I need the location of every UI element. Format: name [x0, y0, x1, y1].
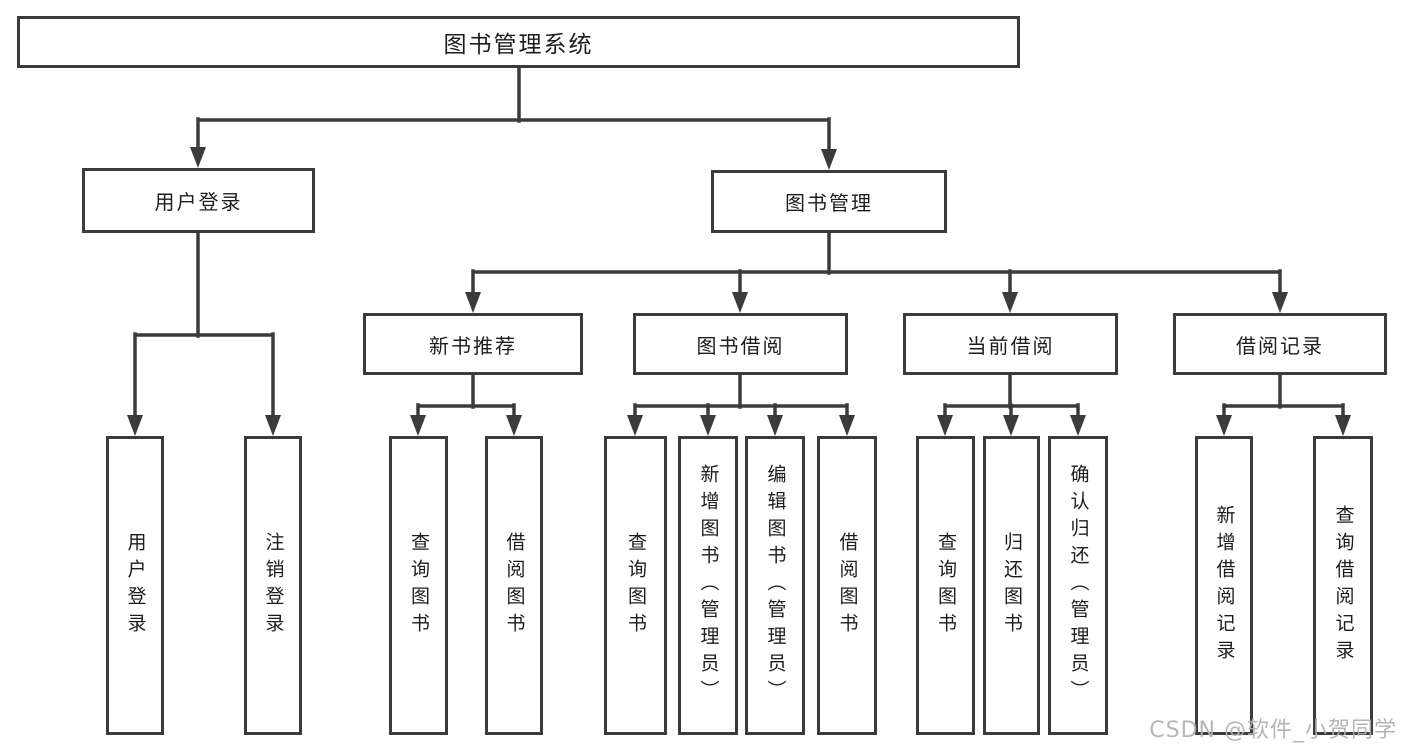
arrowhead: [1335, 415, 1351, 436]
connector-lines: [133, 66, 1345, 419]
csdn-watermark: CSDN @软件_小贺同学: [1149, 718, 1397, 743]
arrowhead: [410, 415, 426, 436]
leaf-borrow-books-label: 借阅图书: [836, 531, 859, 640]
arrowhead: [190, 147, 206, 168]
leaf-query-books-borrow: 查询图书: [604, 436, 667, 735]
connector-userlogin-to-leaves: [133, 231, 275, 419]
node-borrowing-records: 借阅记录: [1173, 313, 1387, 375]
leaf-query-books-borrow-label: 查询图书: [625, 531, 647, 640]
arrowhead: [127, 415, 143, 436]
arrowhead: [1216, 415, 1232, 436]
leaf-query-books-current-label: 查询图书: [935, 531, 957, 640]
leaf-query-books-current: 查询图书: [916, 436, 975, 735]
node-user-login: 用户登录: [82, 168, 315, 233]
leaf-user-login-label: 用户登录: [124, 531, 147, 640]
leaf-query-books-recommend-label: 查询图书: [408, 531, 430, 640]
leaf-edit-book-admin-label: 编辑图书（管理员）: [764, 464, 787, 707]
leaf-borrow-books-recommend: 借阅图书: [485, 436, 543, 735]
connector-borrow-to-leaves: [633, 373, 849, 419]
arrowheads: [127, 147, 1351, 436]
leaf-confirm-return-admin-label: 确认归还（管理员）: [1067, 464, 1090, 707]
node-library-management-system: 图书管理系统: [17, 16, 1020, 68]
leaf-add-book-admin: 新增图书（管理员）: [678, 436, 738, 735]
arrowhead: [937, 415, 953, 436]
connector-current-to-leaves: [943, 373, 1080, 419]
leaf-borrow-books-recommend-label: 借阅图书: [503, 531, 526, 640]
connector-bookmgmt-to-level3: [471, 231, 1282, 296]
leaf-add-borrow-record-label: 新增借阅记录: [1213, 504, 1236, 667]
arrowhead: [465, 292, 481, 313]
arrowhead: [839, 415, 855, 436]
arrowhead: [1003, 415, 1019, 436]
leaf-edit-book-admin: 编辑图书（管理员）: [745, 436, 805, 735]
leaf-return-books: 归还图书: [983, 436, 1040, 735]
node-current-borrowing: 当前借阅: [903, 313, 1118, 375]
arrowhead: [1002, 292, 1018, 313]
leaf-logout: 注销登录: [244, 436, 302, 735]
leaf-borrow-books: 借阅图书: [817, 436, 877, 735]
leaf-query-borrow-record: 查询借阅记录: [1313, 436, 1373, 735]
leaf-user-login: 用户登录: [106, 436, 164, 735]
connector-newbook-to-leaves: [416, 373, 516, 419]
arrowhead: [767, 415, 783, 436]
leaf-query-borrow-record-label: 查询借阅记录: [1332, 504, 1355, 667]
arrowhead: [627, 415, 643, 436]
connector-records-to-leaves: [1222, 373, 1345, 419]
leaf-logout-label: 注销登录: [262, 531, 285, 640]
arrowhead: [700, 415, 716, 436]
node-book-management: 图书管理: [711, 170, 947, 233]
arrowhead: [1070, 415, 1086, 436]
leaf-add-borrow-record: 新增借阅记录: [1195, 436, 1253, 735]
arrowhead: [265, 415, 281, 436]
leaf-return-books-label: 归还图书: [1001, 531, 1023, 640]
node-new-book-recommendation: 新书推荐: [363, 313, 583, 375]
leaf-query-books-recommend: 查询图书: [389, 436, 448, 735]
arrowhead: [506, 415, 522, 436]
arrowhead: [1272, 292, 1288, 313]
arrowhead: [732, 292, 748, 313]
node-book-borrowing: 图书借阅: [633, 313, 848, 375]
leaf-confirm-return-admin: 确认归还（管理员）: [1048, 436, 1108, 735]
leaf-add-book-admin-label: 新增图书（管理员）: [697, 464, 720, 707]
connector-root-to-level2: [196, 66, 831, 153]
arrowhead: [821, 149, 837, 170]
